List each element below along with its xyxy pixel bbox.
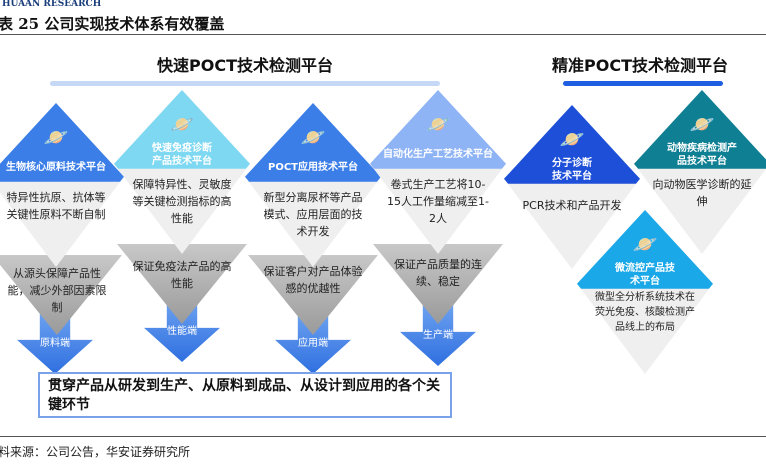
summary-box: 贯穿产品从研发到生产、从原料到成品、从设计到应用的各个关键环节: [38, 372, 452, 418]
footer-divider: [0, 436, 766, 437]
source-note: 料来源：公司公告，华安证券研究所: [0, 445, 191, 459]
card-immunodiagnosis-platform: 🪐快速免疫诊断产品技术平台保障特异性、灵敏度等关键检测指标的高性能: [114, 90, 250, 254]
figure-title: 表 25 公司实现技术体系有效覆盖: [0, 15, 225, 33]
divider: [0, 34, 766, 35]
card-poct-application-platform: 🪐POCT应用技术平台新型分离尿杯等产品模式、应用层面的技术开发: [245, 103, 381, 267]
planet-icon: 🪐: [559, 127, 585, 151]
benefit-performance: 保证免疫法产品的高性能: [117, 244, 247, 324]
planet-icon: 🪐: [169, 112, 195, 136]
planet-icon: 🪐: [632, 232, 658, 256]
section-fast-title: 快速POCT技术检测平台: [157, 56, 333, 75]
planet-icon: 🪐: [689, 112, 715, 136]
arrow-label: 原料端: [40, 338, 70, 349]
planet-icon: 🪐: [300, 125, 326, 149]
arrow-label: 性能端: [167, 326, 197, 337]
card-animal-disease-platform: 🪐动物疾病检测产品技术平台向动物医学诊断的延伸: [634, 90, 766, 254]
card-microfluidic-platform: 🪐微流控产品技术平台微型全分析系统技术在荧光免疫、核酸检测产品线上的布局: [577, 210, 713, 374]
section-precise-title: 精准POCT技术检测平台: [552, 56, 728, 75]
benefit-application: 保证客户对产品体验感的优越性: [248, 255, 378, 335]
planet-icon: 🪐: [43, 125, 69, 149]
benefit-production: 保证产品质量的连续、稳定: [373, 244, 503, 324]
card-raw-material-platform: 🪐生物核心原料技术平台特异性抗原、抗体等关键性原料不断自制: [0, 103, 124, 267]
arrow-label: 应用端: [298, 338, 328, 349]
section-fast-bar: [50, 81, 440, 86]
brand: HUAAN RESEARCH: [2, 0, 102, 9]
planet-icon: 🪐: [425, 112, 451, 136]
benefit-raw-material: 从源头保障产品性能，减少外部因素限制: [0, 255, 122, 335]
arrow-label: 生产端: [423, 330, 453, 341]
card-automation-platform: 🪐自动化生产工艺技术平台卷式生产工艺将10-15人工作量缩减至1-2人: [370, 90, 506, 254]
section-precise-bar: [563, 81, 723, 86]
